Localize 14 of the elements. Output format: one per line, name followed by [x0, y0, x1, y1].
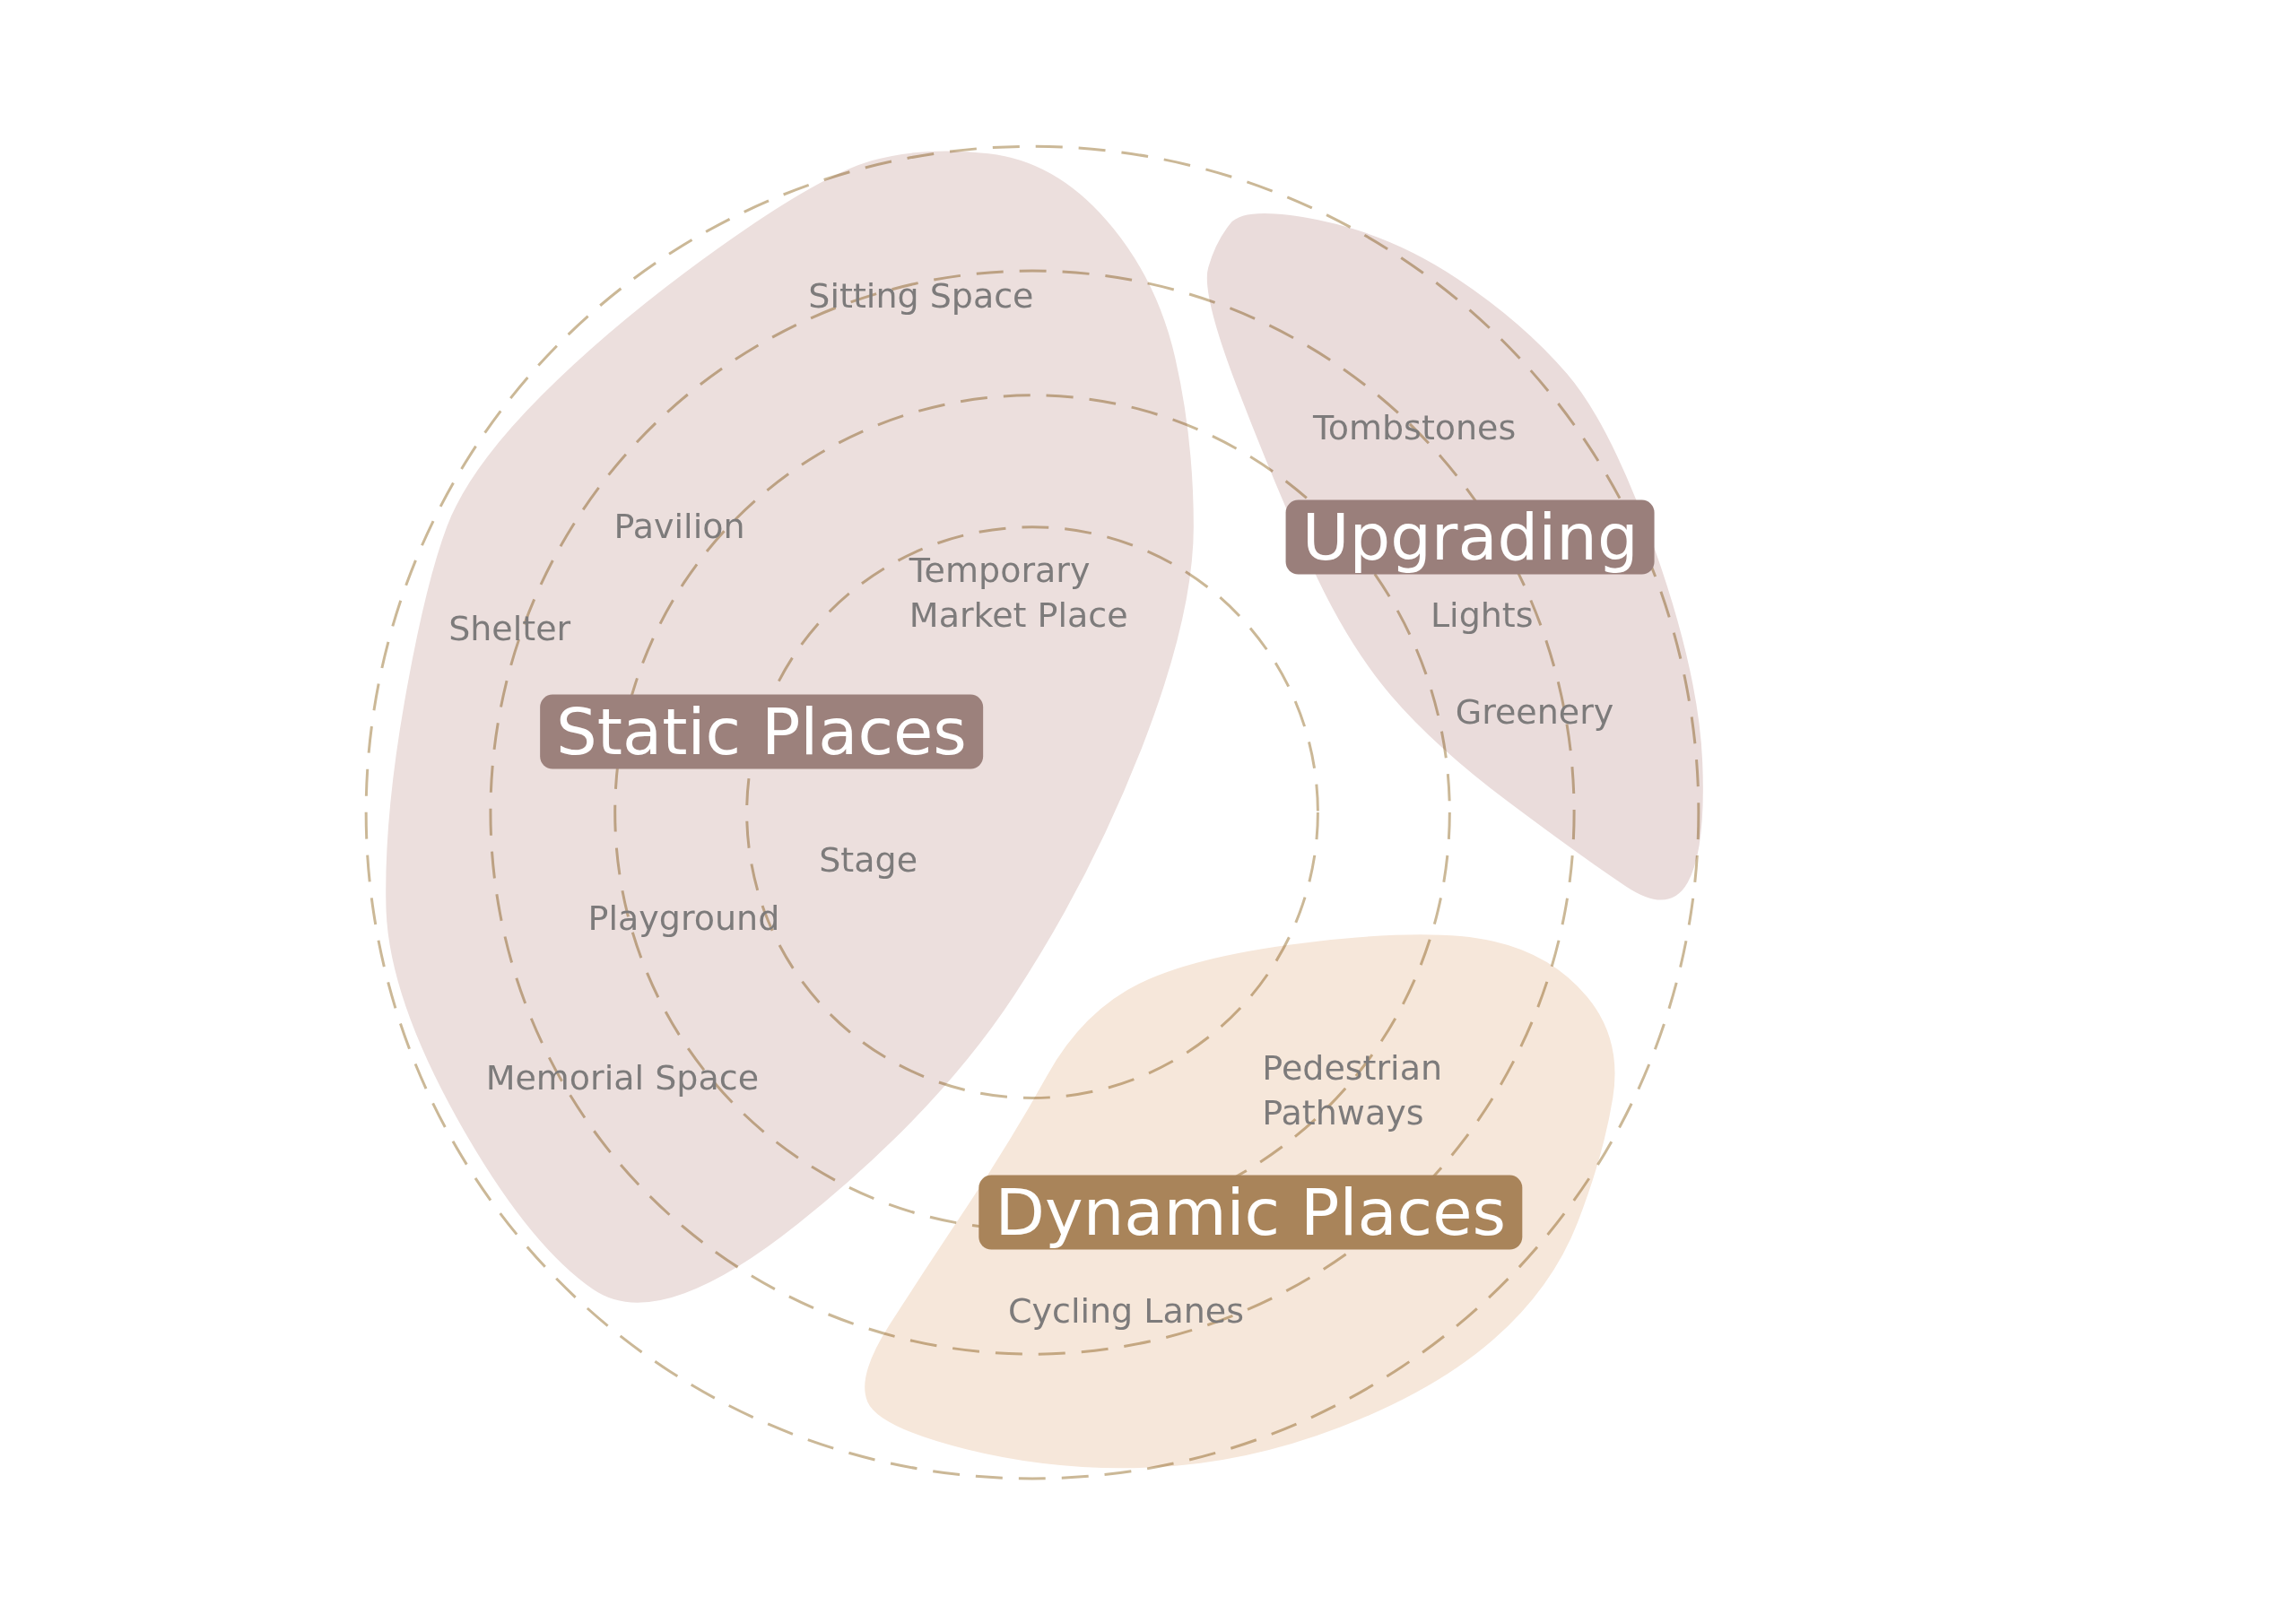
region-title: Upgrading	[1285, 499, 1655, 575]
place-label: Temporary Market Place	[909, 550, 1129, 637]
place-label: Cycling Lanes	[1008, 1290, 1244, 1333]
region-title: Dynamic Places	[978, 1175, 1522, 1250]
place-label: Pavilion	[613, 506, 745, 549]
place-label: Stage	[819, 839, 918, 882]
place-label: Tombstones	[1312, 407, 1517, 450]
place-label: Greenery	[1455, 691, 1614, 734]
place-label: Shelter	[448, 608, 571, 651]
place-label: Memorial Space	[485, 1057, 760, 1100]
place-label: Lights	[1430, 595, 1534, 638]
place-label: Pedestrian Pathways	[1262, 1047, 1443, 1134]
place-label: Sitting Space	[808, 275, 1034, 318]
region-title: Static Places	[540, 694, 983, 769]
